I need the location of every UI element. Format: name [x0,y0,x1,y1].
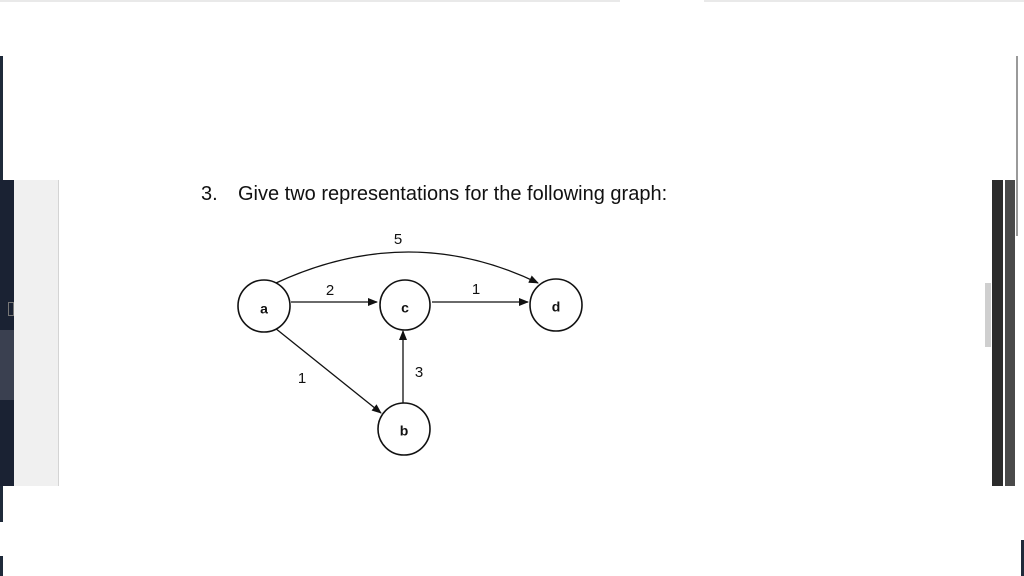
left-panel-selected-section[interactable] [0,330,14,400]
outer-scrollbar-marker[interactable] [1016,56,1018,236]
edge-a-b [274,327,382,414]
node-d-circle [529,278,583,332]
top-border [0,0,1024,2]
edge-weight-c-d: 1 [472,281,480,298]
edge-weight-a-b: 1 [298,370,306,387]
node-a-label: a [260,301,268,317]
node-d-label: d [552,299,561,315]
edge-weight-a-d: 5 [394,231,402,248]
node-b: b [377,402,431,456]
question-text: 3. Give two representations for the follo… [201,183,667,206]
node-a-circle [237,279,291,333]
right-side-panel [1005,180,1015,486]
node-c-label: c [401,300,409,316]
node-c: c [379,279,431,331]
node-b-circle [377,402,431,456]
navigation-pane [14,180,59,486]
edge-a-d [275,251,539,284]
top-border-gap [620,0,704,2]
question-number: 3. [201,183,218,205]
vertical-scrollbar-track[interactable] [992,180,1003,486]
outer-scrollbar-track[interactable] [1017,60,1024,520]
document-page [59,180,990,486]
node-a: a [237,279,291,333]
node-d: d [529,278,583,332]
node-c-circle [379,279,431,331]
right-window-edge [1021,540,1024,576]
left-window-edge-lower [0,556,3,576]
edge-weight-a-c: 2 [326,282,334,299]
panel-toggle-icon[interactable] [8,302,14,316]
node-b-label: b [400,423,409,439]
scrollbar-thumb[interactable] [985,283,991,347]
question-prompt: Give two representations for the followi… [238,183,668,205]
edge-weight-b-c: 3 [415,364,423,381]
